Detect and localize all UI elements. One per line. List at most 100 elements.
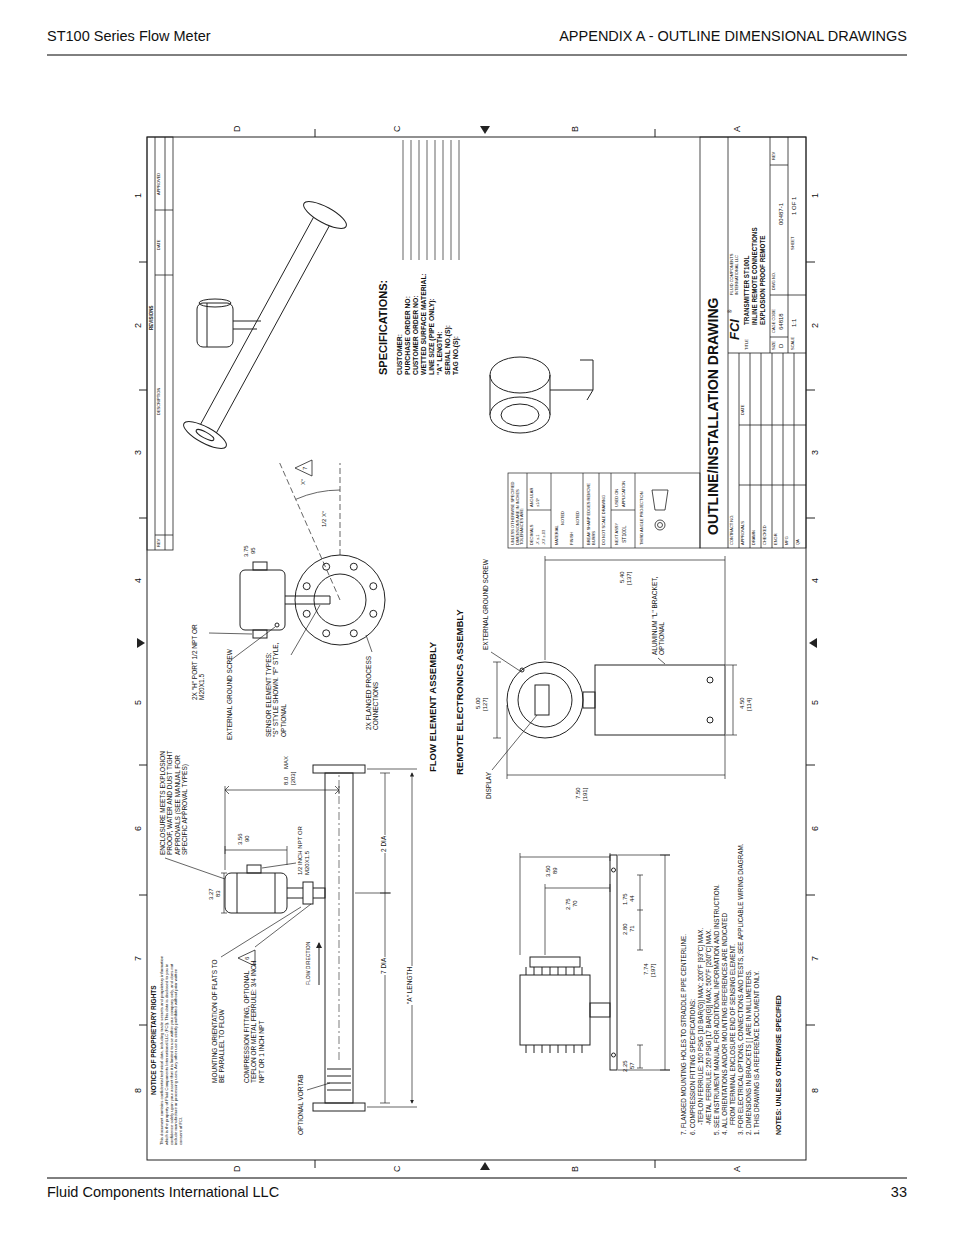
table-heading: REVISIONS <box>149 305 154 330</box>
flow-element-end-view <box>240 555 385 645</box>
remote-front-view <box>707 717 713 723</box>
angle-dimension <box>280 463 340 600</box>
leader-line <box>658 658 665 664</box>
zone-number: 7 <box>133 956 143 961</box>
flow-element-side-view <box>327 1069 351 1090</box>
flow-element-side-view <box>247 865 261 873</box>
remote-side-view <box>526 967 582 1053</box>
table-cell: ENGR <box>774 533 779 545</box>
dimension: 7.74 <box>643 963 650 975</box>
page-footer: Fluid Components International LLC <box>47 1184 279 1201</box>
flow-element-end-view <box>240 570 285 630</box>
flow-element-end-view <box>253 630 267 638</box>
callout-text: 1/2 INCH NPT OR M20X1.5 <box>297 815 311 875</box>
leader-line <box>165 858 225 879</box>
dimension: 2.25 <box>622 1060 629 1072</box>
dimension-line <box>221 769 417 1107</box>
zone-marker <box>137 126 817 1170</box>
zone-marker <box>137 638 145 648</box>
table-cell: APPROVED <box>157 173 162 195</box>
dimension: [197] <box>650 964 657 977</box>
leader-line <box>491 652 665 770</box>
callout-text: SENSOR ELEMENT TYPES: "S" STYLE SHOWN. "… <box>265 642 287 737</box>
remote-front-view <box>707 677 713 683</box>
spec-field: LINE SIZE (PIPE ONLY): <box>428 298 436 375</box>
callout-text: EXTERNAL GROUND SCREW <box>482 559 489 650</box>
flow-element-end-view <box>350 563 357 570</box>
leader-line <box>221 907 301 957</box>
note-text: -METAL FERRULE: 250 PSIG [17 BAR(G)] MAX… <box>705 929 712 1125</box>
table-cell: CONTRACT NO. <box>730 515 735 545</box>
dimension-line <box>637 875 643 1068</box>
table-cell: NEXT ASSY <box>615 523 620 545</box>
table-cell: QA <box>796 539 801 545</box>
revision-table <box>155 137 173 550</box>
zone-number: 6 <box>133 826 143 831</box>
dimension: 5.40 <box>619 571 626 583</box>
zone-marker <box>480 1162 490 1170</box>
specification-line <box>403 140 459 260</box>
page-header: APPENDIX A - OUTLINE DIMENSIONAL DRAWING… <box>559 28 907 45</box>
callout-text: OPTIONAL VORTAB <box>297 1074 304 1135</box>
tolerance-table <box>508 473 700 548</box>
dimension: 57 <box>629 1062 636 1069</box>
note-text: 1. THIS DRAWING IS A REFERENCE DOCUMENT … <box>753 971 760 1135</box>
table-cell: SIZE <box>772 341 777 350</box>
remote-isometric <box>490 357 550 393</box>
remote-front-view <box>507 662 725 738</box>
dimension-line <box>507 705 725 779</box>
leader-line <box>291 605 320 655</box>
dimension: 5.00 <box>475 697 482 709</box>
table-cell: USED ON <box>615 489 620 507</box>
flow-element-isometric <box>197 211 333 440</box>
zone-number: 4 <box>133 578 143 583</box>
table-cell: MATERIAL <box>555 525 560 545</box>
dimension: 1.75 <box>622 893 629 905</box>
dimension: 3.27 <box>208 888 215 900</box>
callout-text: 2X FLANGED PROCESS CONNECTIONS <box>365 645 380 730</box>
table-cell: FINISH <box>570 532 575 545</box>
spec-field: TAG NO.(S): <box>452 336 460 375</box>
zone-number: 8 <box>810 1088 820 1093</box>
spec-heading: SPECIFICATIONS: <box>377 280 390 375</box>
zone-marker <box>480 126 490 134</box>
dimension: 3.75 <box>243 545 250 557</box>
dimension: 70 <box>572 900 579 907</box>
remote-isometric <box>490 397 550 433</box>
table-cell: DRAWN <box>752 530 757 545</box>
zone-number: 1 <box>133 193 143 198</box>
drawing-frame <box>147 137 806 1160</box>
flow-arrow <box>319 943 320 985</box>
drawing-frame <box>139 129 815 1168</box>
dimension: 44 <box>629 895 636 902</box>
table-cell: SHEET <box>791 237 796 250</box>
callout-text: DISPLAY <box>485 772 492 799</box>
dimension-line <box>355 769 417 1107</box>
dimension: 2.75 <box>565 898 572 910</box>
zone-number: 7 <box>810 956 820 961</box>
note-text: 4. ALL ORIENTATIONS AND/OR MOUNTING REFE… <box>721 913 728 1135</box>
table-cell: INLINE REMOTE CONNECTIONS <box>751 227 758 325</box>
table-cell: SCALE <box>791 337 796 350</box>
view-heading: FLOW ELEMENT ASSEMBLY <box>428 642 439 772</box>
remote-side-view <box>530 957 580 967</box>
revision-triangle <box>295 460 312 476</box>
table-cell: MFG <box>785 536 790 545</box>
zone-number: 6 <box>810 826 820 831</box>
page-header: ST100 Series Flow Meter <box>47 28 211 45</box>
dimension: 7 DIA <box>380 957 387 975</box>
leader-line <box>491 652 520 671</box>
remote-front-view <box>535 685 549 715</box>
title-block <box>700 137 806 548</box>
tolerance-table <box>508 473 700 548</box>
leader-line <box>492 715 537 770</box>
table-cell: REV <box>772 152 777 160</box>
projection-symbol <box>658 523 663 528</box>
zone-letter: C <box>392 1166 402 1173</box>
page-number: 33 <box>891 1184 907 1201</box>
table-cell: ST100L <box>622 525 628 543</box>
flow-element-side-view <box>225 765 365 1111</box>
dimension: X° <box>300 479 307 485</box>
flow-element-end-view <box>370 610 377 617</box>
flow-element-isometric <box>300 196 350 233</box>
